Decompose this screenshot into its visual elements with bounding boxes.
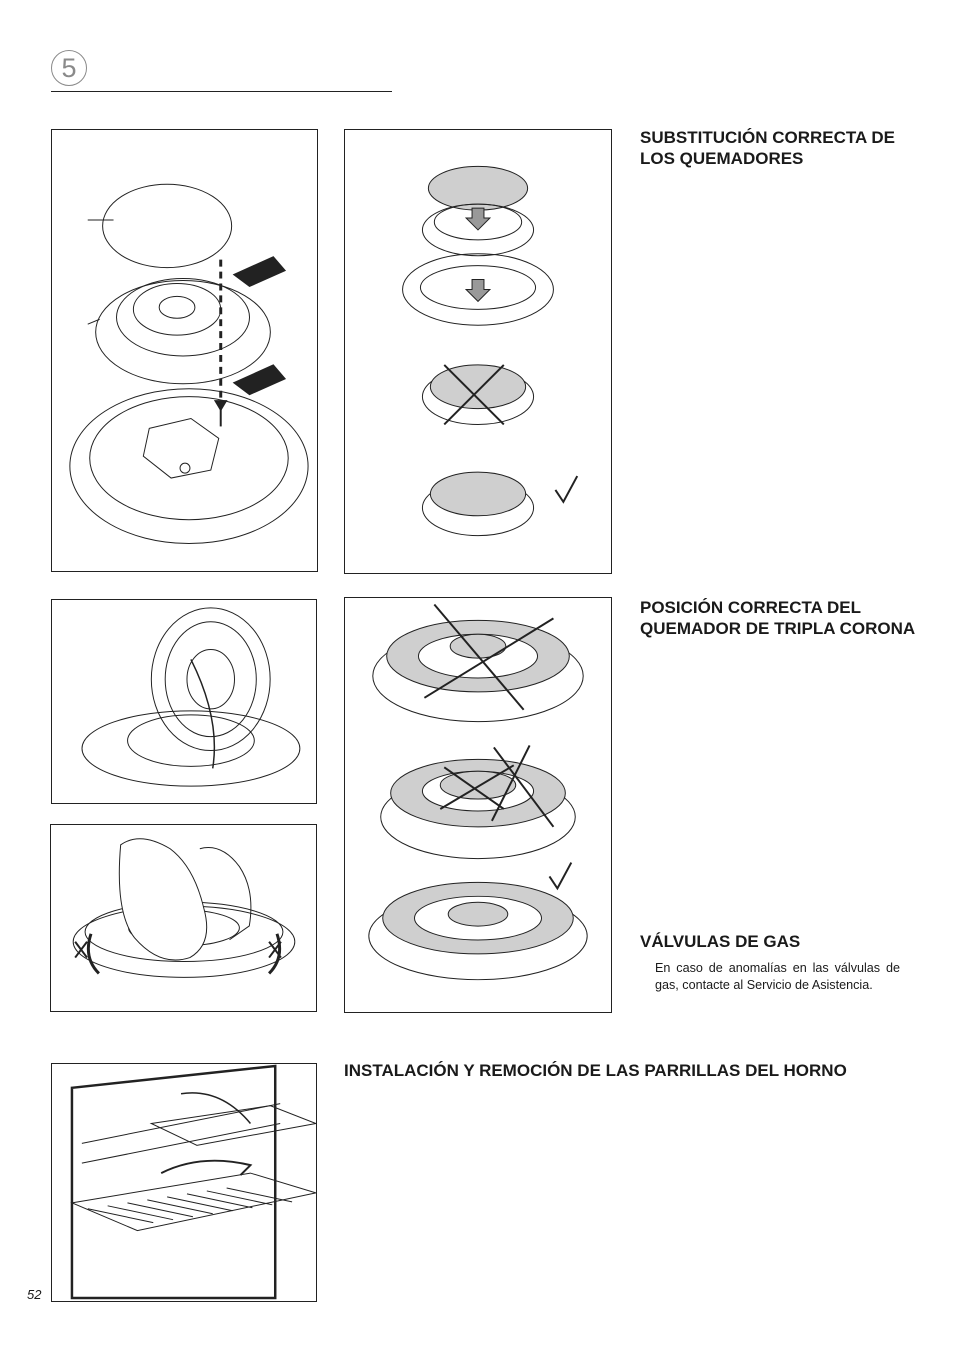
figure-oven-rack [51, 1063, 317, 1302]
exploded-burner-illustration [69, 183, 309, 545]
triple-crown-insert-illustration [81, 607, 301, 787]
oven-rack-illustration [70, 1064, 316, 1300]
heading-oven-racks: INSTALACIÓN Y REMOCIÓN DE LAS PARRILLAS … [344, 1061, 847, 1080]
burner-position-illustration [402, 165, 579, 537]
figure-burner-exploded [51, 129, 318, 572]
hand-rotating-ring-illustration [72, 838, 296, 978]
figure-triple-crown-insert [51, 599, 317, 804]
figure-triple-crown-hand [50, 824, 317, 1012]
heading-triple-crown: POSICIÓN CORRECTA DEL QUEMADOR DE TRIPLA… [640, 598, 916, 638]
heading-burner-replacement: SUBSTITUCIÓN CORRECTA DE LOS QUEMADORES [640, 128, 895, 168]
triple-crown-position-illustration [368, 603, 588, 981]
heading-gas-valves: VÁLVULAS DE GAS [640, 932, 801, 951]
page-number: 52 [27, 1287, 42, 1302]
figure-burner-positions [344, 129, 612, 574]
figure-triple-crown-positions [344, 597, 612, 1013]
gas-valves-text: En caso de anomalías en las válvulas de … [655, 961, 900, 992]
chapter-number-badge: 5 [51, 50, 87, 86]
chapter-rule [51, 91, 392, 92]
